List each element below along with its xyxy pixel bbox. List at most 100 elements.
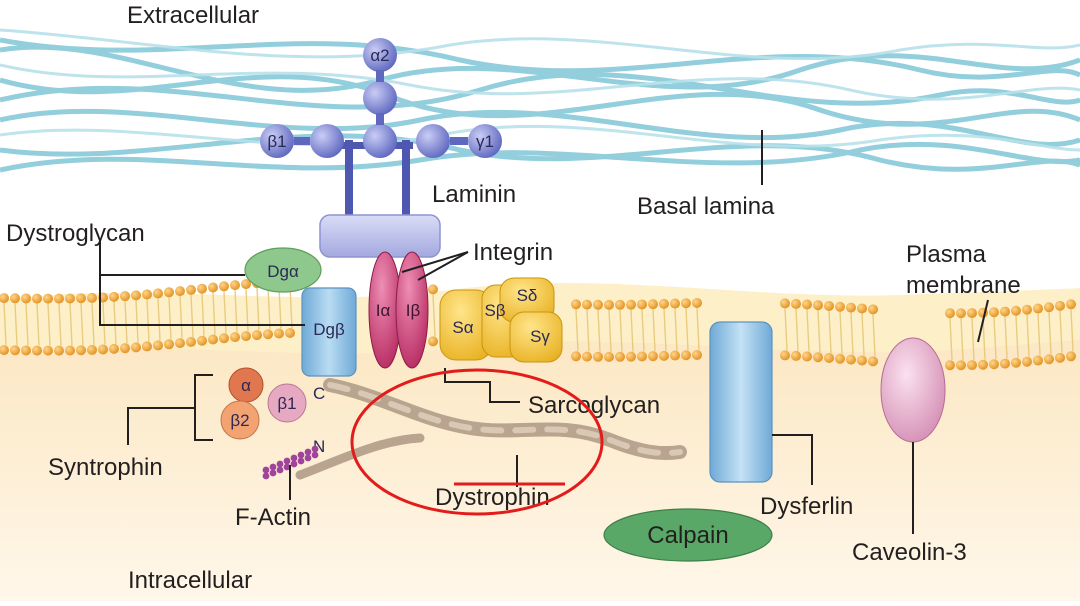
membrane-bead [175,286,185,297]
membrane-bead [428,336,438,347]
lipid-tail [674,308,678,351]
laminin-g-domain [319,214,441,258]
membrane-bead [835,301,845,312]
lipid-tail [212,292,216,335]
lipid-tail [663,308,667,351]
membrane-bead [593,351,603,362]
lipid-tail [586,309,590,352]
dystroglycan: Dgα Dgβ [244,247,357,377]
extracellular-label: Extracellular [127,2,259,29]
membrane-bead [626,299,636,310]
lipid-tail [795,308,799,351]
membrane-bead [76,293,86,304]
actin-monomer [304,454,312,462]
lipid-tail [861,313,865,356]
membrane-bead [0,345,9,356]
integrin-beta-shape [395,251,429,369]
membrane-bead [626,351,636,362]
lipid-tail [685,308,689,351]
membrane-bead [780,350,790,361]
laminin-ball-center [363,124,397,158]
membrane-bead [1066,351,1076,362]
membrane-bead [1011,357,1021,368]
lipid-tail [201,293,205,336]
caveolin3-label: Caveolin-3 [852,539,967,566]
lipid-tail [47,303,51,346]
membrane-bead [967,308,977,319]
red-annotation [350,368,604,516]
membrane-bead [868,304,878,315]
membrane-bead [21,345,31,356]
lipid-tail [146,299,150,342]
membrane-bead [142,341,152,352]
membrane-bead [1000,306,1010,317]
membrane-bead [571,351,581,362]
membrane-bead [1022,304,1032,315]
membrane-bead [813,300,823,311]
membrane-bead [164,339,174,350]
membrane-bead [1044,354,1054,365]
membrane-bead [582,351,592,362]
membrane-bead [1033,303,1043,314]
membrane-bead [10,345,20,356]
membrane-bead [186,336,196,347]
membrane-bead [263,329,273,340]
membrane-bead [10,293,20,304]
lipid-tail [960,318,964,361]
basal-lamina-fibers-light [0,28,1080,152]
membrane-bead [87,292,97,303]
lipid-tail [597,309,601,352]
lipid-tail [25,303,29,346]
membrane-bead [791,350,801,361]
membrane-bead [670,350,680,361]
dg-alpha-shape [244,247,322,293]
membrane-bead [780,298,790,309]
lipid-tail [223,291,227,334]
lipid-tail [641,309,645,352]
membrane-bead [670,298,680,309]
membrane-bead [857,303,867,314]
membrane-bead [87,344,97,355]
lipid-tail [432,294,436,337]
plasma-membrane-label-line1: Plasma [906,241,987,268]
membrane-bead [692,349,702,360]
membrane-bead [615,351,625,362]
lipid-tail [267,287,271,330]
actin-monomer [283,463,291,471]
laminin-ball-beta1-inner [310,124,344,158]
lipid-tail [168,297,172,340]
calpain-label: Calpain [647,522,728,549]
lipid-tail [630,309,634,352]
membrane-bead [637,299,647,310]
f-actin-filament [262,445,319,480]
laminin-stem-left [345,140,353,215]
membrane-bead [142,289,152,300]
membrane-bead [857,355,867,366]
calpain-shape [603,508,773,562]
sg-beta-label: Sβ [484,301,505,320]
intracellular-label: Intracellular [128,567,252,594]
syntrophin-alpha-label: α [241,376,251,395]
syntrophin-label: Syntrophin [48,454,163,481]
membrane-bead [109,291,119,302]
laminin-label: Laminin [432,181,516,208]
membrane-bead [153,288,163,299]
basal-lamina-label: Basal lamina [637,193,775,220]
membrane-bead [945,360,955,371]
lipid-tail [652,309,656,352]
lipid-tail [124,301,128,344]
dysferlin-shape [709,321,773,483]
membrane-bead [1055,300,1065,311]
membrane-bead [131,290,141,301]
lipid-tail [113,301,117,344]
membrane-bead [593,299,603,310]
plasma-membrane-label-line2: membrane [906,272,1021,299]
membrane-bead [956,308,966,319]
membrane-bead [604,299,614,310]
actin-monomer [311,445,319,453]
syntrophin-beta2-shape [220,400,260,440]
dg-beta-shape [301,287,357,377]
lipid-tail [839,311,843,354]
caveolin3-shape [880,337,946,443]
